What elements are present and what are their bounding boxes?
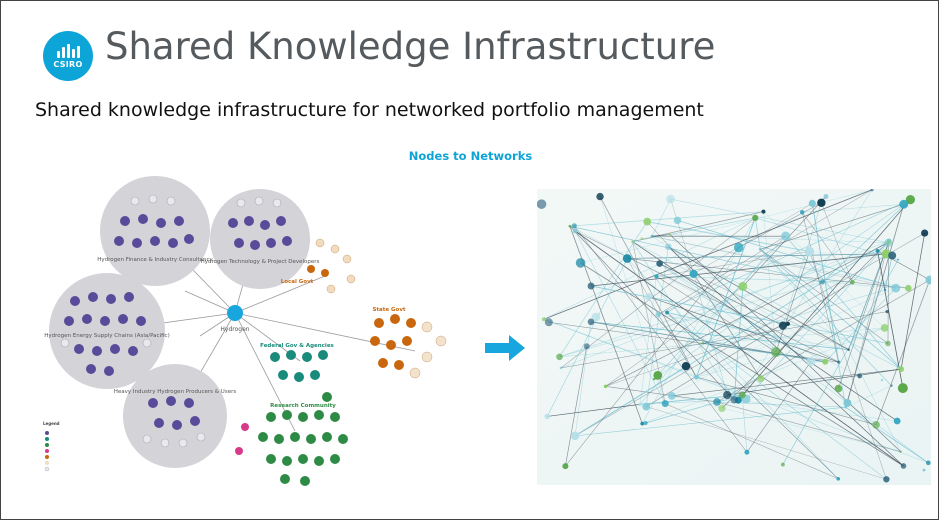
- cluster-label: Hydrogen Technology & Project Developers: [201, 259, 320, 265]
- page-subtitle: Shared knowledge infrastructure for netw…: [35, 99, 704, 121]
- csiro-logo: CSIRO: [43, 31, 93, 81]
- figure-caption: Nodes to Networks: [408, 149, 533, 163]
- cluster-label: Heavy Industry Hydrogen Producers & User…: [114, 389, 237, 395]
- legend-title: Legend: [43, 421, 60, 426]
- logo-text: CSIRO: [53, 59, 83, 69]
- cluster-label: Hydrogen Energy Supply Chains (Asia/Paci…: [44, 333, 169, 339]
- logo-bars-icon: [56, 43, 80, 58]
- stakeholder-network-image: Hydrogen: [35, 171, 475, 496]
- cluster-label: Local Govt: [281, 279, 314, 285]
- cluster-label: Research Community: [270, 403, 336, 409]
- cluster-label: State Govt: [372, 307, 405, 313]
- page-title: Shared Knowledge Infrastructure: [105, 25, 716, 68]
- cluster-label: Federal Gov & Agencies: [260, 343, 334, 349]
- cluster-label: Hydrogen Finance & Industry Consultancy: [97, 257, 213, 263]
- network-abstract-image: [537, 189, 931, 485]
- arrow-right-icon: [485, 335, 525, 361]
- hub-label: Hydrogen: [220, 326, 249, 333]
